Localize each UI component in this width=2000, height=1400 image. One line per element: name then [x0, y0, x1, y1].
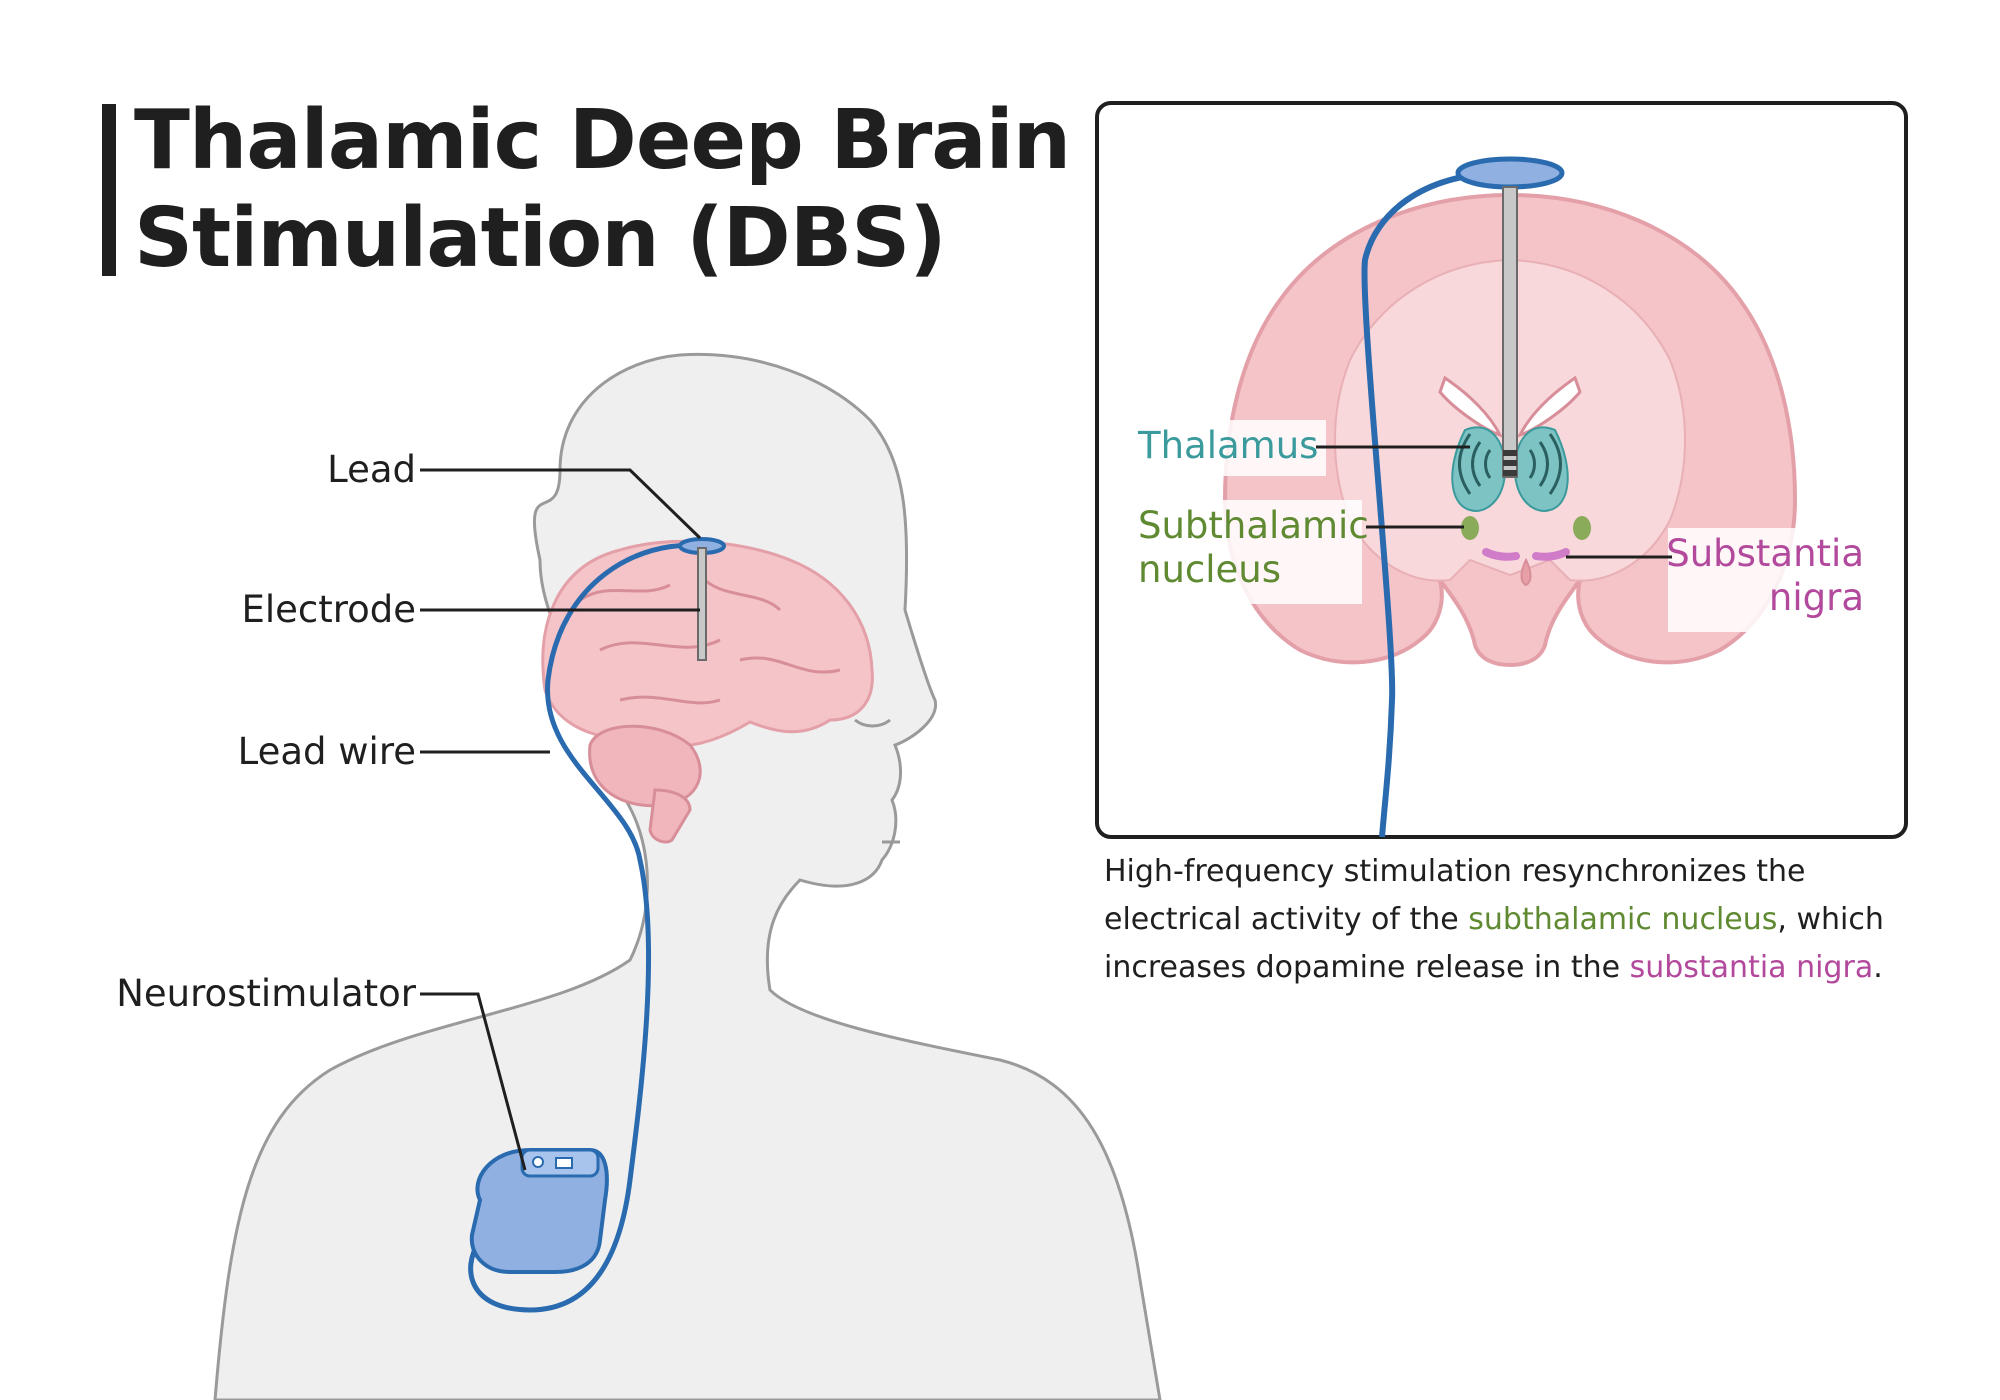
description-part-1: High-frequency stimulation resynchronize… — [1104, 854, 1806, 937]
inset-electrode-shaft — [1502, 186, 1518, 478]
electrode-contacts — [1503, 450, 1517, 476]
stimulation-waves — [1458, 433, 1562, 495]
electrode-shaft — [697, 547, 707, 661]
torso-silhouette — [213, 352, 1162, 1400]
lead-wire — [468, 542, 701, 1313]
brain-side-view — [541, 539, 874, 844]
neurostimulator-callout-line — [420, 992, 527, 1171]
title-line-1: Thalamic Deep Brain — [134, 93, 1071, 188]
subthalamic-label-line-2: nucleus — [1138, 547, 1282, 591]
thalamus-label: Thalamus — [1138, 424, 1319, 467]
subthalamic-nucleus-label: Subthalamic nucleus — [1138, 504, 1369, 591]
description-part-3: . — [1873, 950, 1883, 985]
subthalamic-label-bg — [1130, 500, 1362, 604]
subthalamic-label-line-1: Subthalamic — [1138, 504, 1369, 547]
title-line-2: Stimulation (DBS) — [134, 191, 947, 287]
title-accent-bar — [102, 104, 116, 276]
inset-lead-cap — [1455, 156, 1565, 190]
substantia-label-line-2: nigra — [1768, 575, 1864, 619]
description-substantia: substantia nigra — [1629, 950, 1874, 985]
closed-eye — [854, 718, 891, 728]
neurostimulator-device — [469, 1148, 609, 1274]
substantia-nigra-label: Substantia nigra — [1666, 532, 1864, 619]
page-title: Thalamic Deep Brain Stimulation (DBS) — [134, 92, 1071, 289]
electrode-label: Electrode — [241, 588, 416, 631]
inset-lead-wire — [1361, 170, 1501, 838]
description-part-2: , which increases dopamine release in th… — [1104, 902, 1884, 985]
substantia-label-line-1: Substantia — [1666, 532, 1864, 575]
lead-wire-label: Lead wire — [237, 730, 416, 773]
lead-label: Lead — [327, 448, 416, 491]
description-text: High-frequency stimulation resynchronize… — [1104, 848, 1924, 992]
lead-callout-line — [420, 468, 702, 540]
substantia-label-bg — [1668, 528, 1874, 632]
neurostimulator-label: Neurostimulator — [116, 972, 416, 1015]
description-subthalamic: subthalamic nucleus — [1468, 902, 1778, 937]
thalamus-label-bg — [1130, 420, 1326, 476]
